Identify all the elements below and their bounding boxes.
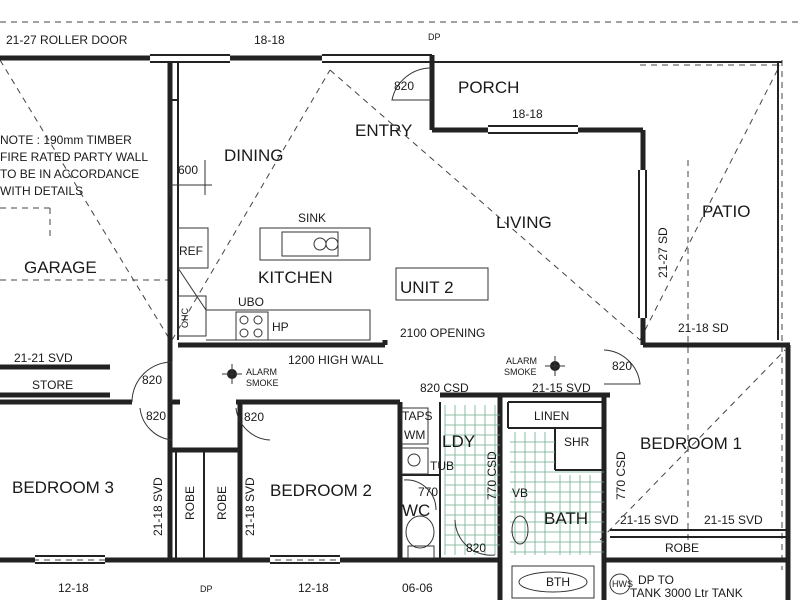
smoke-label-2: SMOKE — [504, 367, 537, 377]
robe-bedroom-1: ROBE — [665, 541, 699, 555]
fixture-tub: TUB — [430, 459, 454, 473]
room-patio: PATIO — [702, 202, 751, 221]
robe-bedroom-3: ROBE — [183, 486, 197, 520]
dim-bottom-mid: 12-18 — [298, 581, 329, 595]
party-wall-note: NOTE : 190mm TIMBER FIRE RATED PARTY WAL… — [0, 133, 148, 198]
dim-roller-door: 21-27 ROLLER DOOR — [6, 33, 128, 47]
room-bedroom-3: BEDROOM 3 — [12, 478, 114, 497]
fixture-sink: SINK — [298, 211, 326, 225]
dim-porch-window: 18-18 — [512, 107, 543, 121]
robe-bedroom-2: ROBE — [215, 486, 229, 520]
site-boundary — [0, 21, 800, 570]
kitchen-joinery — [177, 227, 489, 341]
dim-dp-to: DP TO — [638, 573, 674, 587]
dim-bed1-door: 820 — [612, 359, 632, 373]
room-wc: WC — [402, 501, 430, 520]
note-line-2: FIRE RATED PARTY WALL — [0, 150, 148, 164]
dimension-600 — [169, 160, 212, 195]
room-dining: DINING — [224, 146, 284, 165]
dim-bottom-right: 06-06 — [402, 581, 433, 595]
fixture-labels: SINK REF UBO HP OHC TAPS WM TUB VB BTH H… — [179, 211, 633, 589]
dim-living-sd: 21-27 SD — [656, 227, 670, 278]
dim-csd-ldy: 770 CSD — [485, 451, 499, 500]
room-entry: ENTRY — [355, 121, 412, 140]
dim-wc-door: 770 — [418, 485, 438, 499]
dim-bed3-door: 820 — [146, 409, 166, 423]
dim-garage-svd: 21-21 SVD — [14, 351, 73, 365]
room-linen: LINEN — [534, 409, 569, 423]
dim-robe-svd-right: 21-15 SVD — [704, 513, 763, 527]
room-bath: BATH — [544, 509, 588, 528]
room-kitchen: KITCHEN — [258, 268, 333, 287]
alarm-label-1: ALARM — [246, 367, 277, 377]
fixture-hws: HWS — [612, 579, 633, 589]
fixture-ref: REF — [179, 244, 203, 258]
fixture-vb: VB — [512, 486, 528, 500]
dim-high-wall: 1200 HIGH WALL — [288, 353, 384, 367]
note-line-1: NOTE : 190mm TIMBER — [0, 133, 132, 147]
room-store: STORE — [32, 378, 73, 392]
dim-dp-bottom: DP — [200, 584, 213, 594]
alarm-symbols — [222, 356, 565, 384]
dim-600: 600 — [178, 163, 198, 177]
dim-store-door: 820 — [142, 373, 162, 387]
dim-bath-door: 820 — [466, 541, 486, 555]
fixture-taps: TAPS — [402, 409, 432, 423]
dim-csd-bed1: 770 CSD — [614, 451, 628, 500]
wet-area-tiles — [444, 405, 604, 555]
walls — [0, 54, 791, 600]
dim-opening: 2100 OPENING — [400, 326, 485, 340]
dim-bottom-left: 12-18 — [58, 581, 89, 595]
alarm-label-2: ALARM — [506, 356, 537, 366]
dim-csd-820: 820 CSD — [420, 381, 469, 395]
room-porch: PORCH — [458, 78, 519, 97]
doors — [131, 67, 641, 556]
dim-bed2-door: 820 — [244, 410, 264, 424]
dim-svd-bed2: 21-18 SVD — [243, 477, 257, 536]
room-shr: SHR — [564, 435, 590, 449]
room-garage: GARAGE — [24, 258, 97, 277]
fixture-bth: BTH — [546, 575, 570, 589]
room-labels: PORCH ENTRY DINING LIVING KITCHEN PATIO … — [12, 78, 751, 555]
fixture-hp: HP — [272, 320, 289, 334]
fixture-wm: WM — [404, 428, 425, 442]
room-ldy: LDY — [442, 432, 475, 451]
dimension-labels: 21-27 ROLLER DOOR 18-18 DP 18-18 820 600… — [6, 32, 763, 600]
note-line-3: TO BE IN ACCORDANCE — [0, 167, 139, 181]
note-line-4: WITH DETAILS — [0, 184, 83, 198]
dim-dp-top: DP — [428, 32, 441, 42]
wet-area-fixtures — [401, 407, 631, 599]
dim-tank: TANK 3000 Ltr TANK — [630, 586, 743, 600]
roof-lines — [0, 59, 786, 541]
room-bedroom-1: BEDROOM 1 — [640, 434, 742, 453]
dim-patio-sd: 21-18 SD — [678, 321, 729, 335]
dim-top-window: 18-18 — [254, 33, 285, 47]
unit-label: UNIT 2 — [400, 278, 454, 297]
dim-porch-door: 820 — [394, 79, 414, 93]
fixture-ohc: OHC — [180, 308, 190, 329]
fixture-ubo: UBO — [238, 295, 264, 309]
dim-svd-21-15: 21-15 SVD — [532, 381, 591, 395]
smoke-label-1: SMOKE — [246, 378, 279, 388]
dim-robe-svd-left: 21-15 SVD — [620, 513, 679, 527]
dim-svd-bed3: 21-18 SVD — [151, 477, 165, 536]
room-bedroom-2: BEDROOM 2 — [270, 481, 372, 500]
room-living: LIVING — [496, 213, 552, 232]
